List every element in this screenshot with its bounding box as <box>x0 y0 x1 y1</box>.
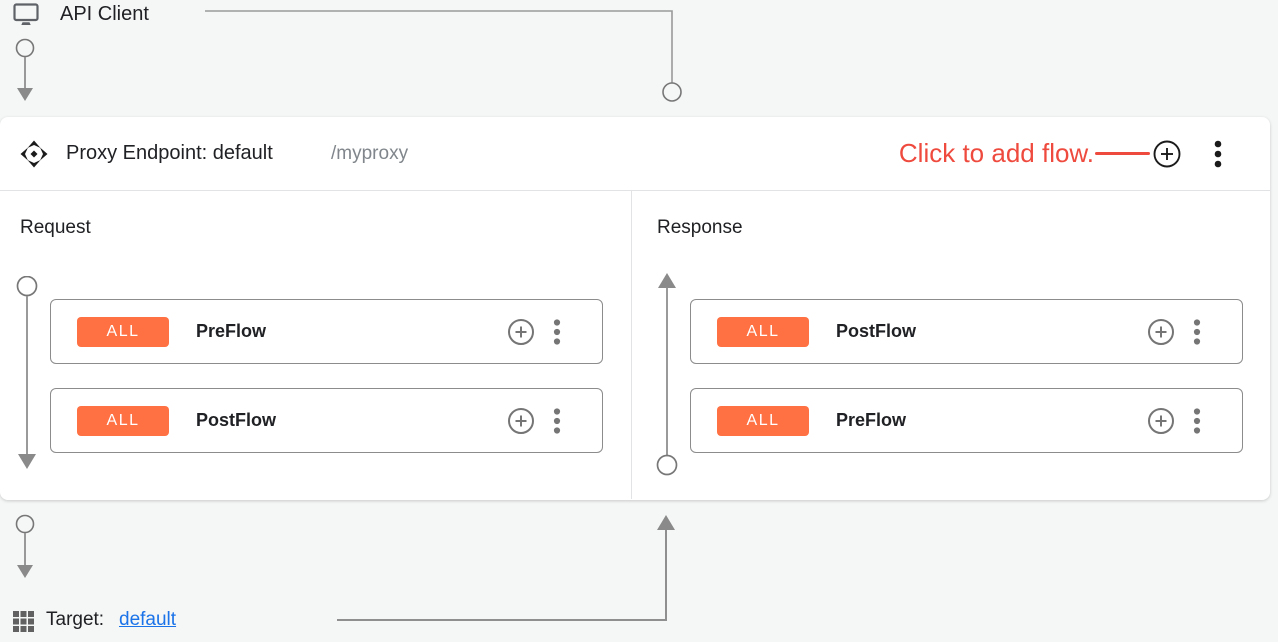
flow-card-request-preflow[interactable]: ALL PreFlow <box>50 299 603 364</box>
condition-badge: ALL <box>77 316 169 347</box>
response-flow-connector <box>653 273 681 483</box>
proxy-endpoint-icon <box>19 139 49 169</box>
flow-card-response-preflow[interactable]: ALL PreFlow <box>690 388 1243 453</box>
condition-badge: ALL <box>717 316 809 347</box>
proxy-endpoint-body: Request Response ALL <box>0 191 1270 499</box>
flow-name: PostFlow <box>196 410 276 430</box>
request-response-divider <box>631 191 632 499</box>
flow-more-options-icon[interactable] <box>1192 318 1202 346</box>
proxy-endpoint-title: Proxy Endpoint: default <box>66 142 273 164</box>
flow-name: PostFlow <box>836 321 916 341</box>
annotation-pointer-line <box>1095 152 1150 155</box>
target-label: Target: <box>46 609 105 630</box>
flow-more-options-icon[interactable] <box>552 407 562 435</box>
api-client-label: API Client <box>60 3 149 25</box>
condition-badge: ALL <box>717 405 809 436</box>
request-flow-connector <box>13 276 41 476</box>
condition-badge: ALL <box>77 405 169 436</box>
add-policy-icon[interactable] <box>1147 407 1175 435</box>
api-client-monitor-icon <box>13 2 39 28</box>
flow-more-options-icon[interactable] <box>552 318 562 346</box>
flow-card-request-postflow[interactable]: ALL PostFlow <box>50 388 603 453</box>
request-flow-connector-top-left <box>8 36 44 108</box>
target-to-response-connector <box>330 510 680 625</box>
response-column-label: Response <box>657 217 743 238</box>
add-policy-icon[interactable] <box>1147 318 1175 346</box>
flow-name: PreFlow <box>196 321 267 341</box>
add-policy-icon[interactable] <box>507 407 535 435</box>
add-flow-annotation: Click to add flow. <box>898 138 1094 168</box>
target-grid-icon <box>13 611 34 632</box>
add-policy-icon[interactable] <box>507 318 535 346</box>
request-to-target-connector <box>8 514 44 582</box>
proxy-endpoint-panel: Proxy Endpoint: default /myproxy Click t… <box>0 117 1270 500</box>
target-endpoint-link[interactable]: default <box>119 609 177 630</box>
response-flow-connector-top-right <box>200 4 682 104</box>
proxy-endpoint-header: Proxy Endpoint: default /myproxy Click t… <box>0 117 1270 191</box>
flow-name: PreFlow <box>836 410 907 430</box>
flow-more-options-icon[interactable] <box>1192 407 1202 435</box>
endpoint-more-options-icon[interactable] <box>1210 139 1226 169</box>
proxy-endpoint-basepath: /myproxy <box>331 143 409 164</box>
request-column-label: Request <box>20 217 91 238</box>
add-flow-button[interactable] <box>1152 139 1182 169</box>
flow-card-response-postflow[interactable]: ALL PostFlow <box>690 299 1243 364</box>
